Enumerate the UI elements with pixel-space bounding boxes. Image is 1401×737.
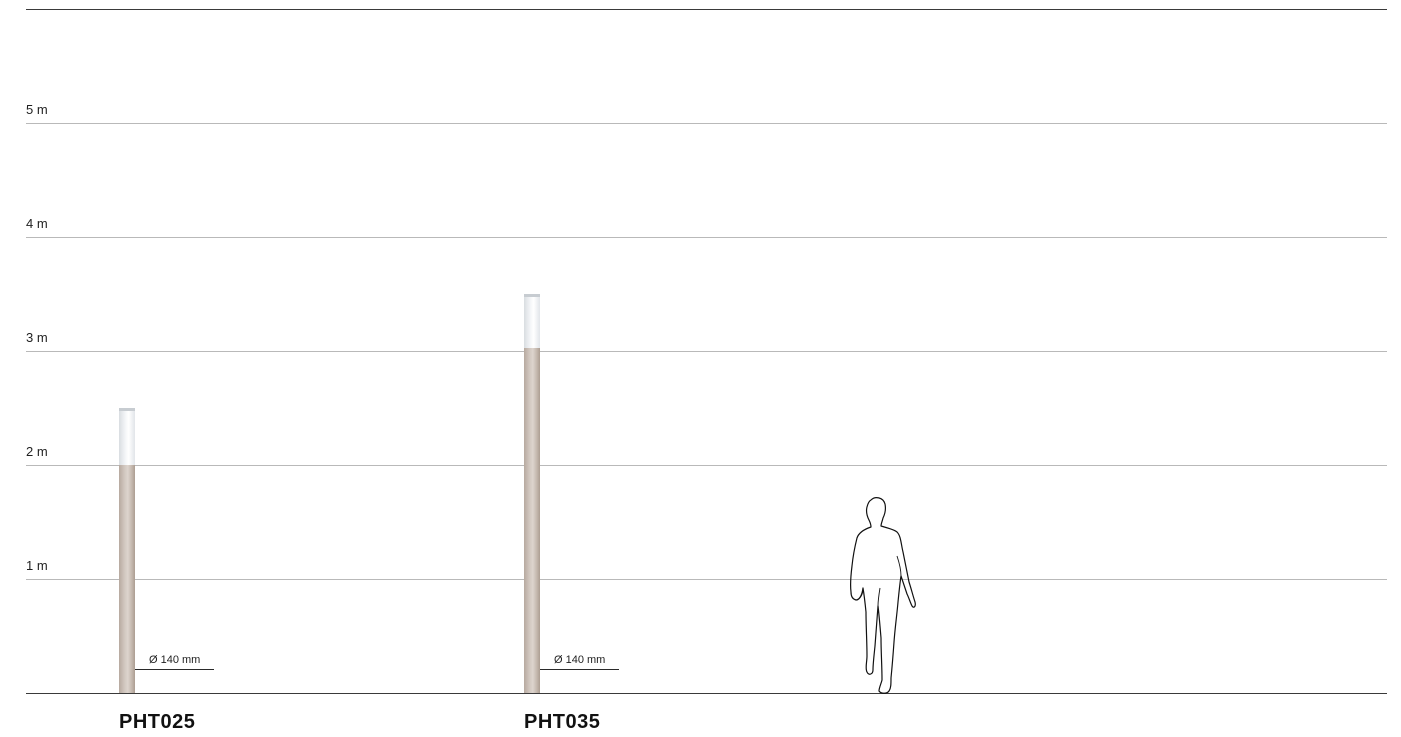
diameter-label: Ø 140 mm	[554, 654, 606, 666]
gridline	[26, 237, 1387, 238]
pole-shaft	[119, 465, 135, 693]
pole-diffuser	[119, 408, 135, 465]
human-silhouette-icon	[849, 497, 916, 694]
pole-cap	[524, 294, 540, 297]
scale-tick-label: 3 m	[26, 330, 48, 345]
ground-line	[26, 693, 1387, 694]
bollard-pht035	[524, 294, 540, 693]
pole-diffuser	[524, 294, 540, 348]
diameter-dimension: Ø 140 mm	[540, 653, 619, 670]
pole-cap	[119, 408, 135, 411]
scale-tick-label: 4 m	[26, 216, 48, 231]
product-name: PHT035	[524, 711, 601, 733]
diameter-dimension: Ø 140 mm	[135, 653, 214, 670]
scale-tick-label: 2 m	[26, 444, 48, 459]
gridline	[26, 123, 1387, 124]
gridline	[26, 579, 1387, 580]
scale-tick-label: 1 m	[26, 558, 48, 573]
top-rule	[26, 9, 1387, 10]
product-name: PHT025	[119, 711, 196, 733]
bollard-pht025	[119, 408, 135, 693]
pole-shaft	[524, 347, 540, 693]
gridline	[26, 465, 1387, 466]
scale-tick-label: 5 m	[26, 102, 48, 117]
gridline	[26, 351, 1387, 352]
diameter-label: Ø 140 mm	[149, 654, 201, 666]
